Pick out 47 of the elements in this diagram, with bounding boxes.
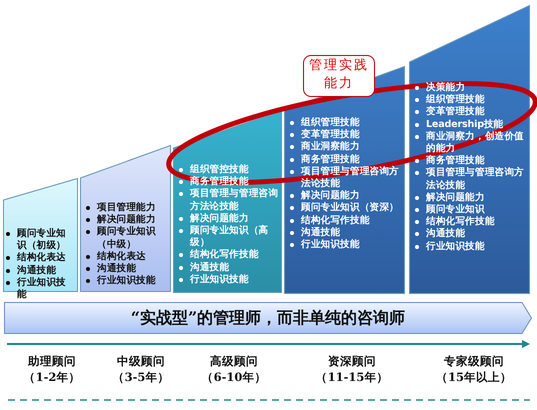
- stage-label: 专家级顾问: [443, 354, 505, 369]
- skill-item: 商业洞察能力: [288, 141, 403, 154]
- skill-item: 商务管理技能: [288, 154, 403, 166]
- skill-item: 组织管控技能: [177, 164, 280, 176]
- skill-item: 沟通技能: [177, 262, 280, 274]
- skill-item: 行业知识技能: [288, 239, 403, 252]
- stage-label: 助理顾问: [26, 354, 77, 369]
- skill-item: 行业知识技能: [4, 276, 73, 302]
- years-label: （11-15年）: [314, 370, 390, 385]
- skill-item: 沟通技能: [413, 228, 528, 241]
- skill-item: 解决问题能力: [413, 192, 528, 204]
- skill-item: 顾问专业知识（中级）: [84, 226, 169, 251]
- skill-item: 解决问题能力: [84, 214, 169, 226]
- stage-label: 资深顾问: [327, 354, 377, 369]
- skill-item: 结构化写作技能: [288, 214, 403, 227]
- skill-item: 顾问专业知识（高级）: [177, 225, 280, 250]
- skill-item: 沟通技能: [84, 263, 169, 276]
- skill-item: 解决问题能力: [288, 190, 403, 202]
- skill-item: 顾问专业知识（初级）: [4, 228, 73, 252]
- skill-item: 结构化写作技能: [413, 216, 528, 228]
- skill-item: 行业知识技能: [84, 275, 169, 288]
- skill-item: 行业知识技能: [177, 274, 280, 286]
- skill-item: 商务管理技能: [413, 155, 528, 168]
- skill-item: 变革管理技能: [413, 106, 528, 119]
- skill-item: 结构化表达: [4, 252, 73, 265]
- stage-label: 高级顾问: [209, 354, 259, 369]
- stage-label: 中级顾问: [116, 354, 166, 369]
- skill-item: 组织管理技能: [413, 94, 528, 106]
- skill-item: 项目管理能力: [84, 202, 169, 214]
- years-label: （6-10年）: [200, 370, 268, 385]
- callout-box: 管理实践能力: [303, 55, 375, 97]
- skill-item: 结构化写作技能: [177, 249, 280, 262]
- skill-item: 沟通技能: [4, 264, 73, 277]
- years-label: （1-2年）: [22, 370, 82, 385]
- skill-item: 变革管理技能: [288, 129, 403, 142]
- skill-item: Leadership技能: [413, 118, 528, 131]
- skill-item: 顾问专业知识（资深）: [288, 202, 403, 215]
- skill-item: 项目管理与管理咨询方法论技能: [413, 167, 528, 192]
- skill-item: 顾问专业知识: [413, 204, 528, 216]
- years-label: （3-5年）: [112, 370, 170, 385]
- skill-item: 解决问题能力: [177, 212, 280, 226]
- skill-item: 项目管理与管理咨询方法论技能: [177, 188, 280, 213]
- years-label: （15年以上）: [434, 370, 513, 385]
- skill-item: 沟通技能: [288, 226, 403, 240]
- skill-item: 结构化表达: [84, 250, 169, 264]
- skill-item: 组织管理技能: [288, 117, 403, 130]
- skill-item: 行业知识技能: [413, 240, 528, 253]
